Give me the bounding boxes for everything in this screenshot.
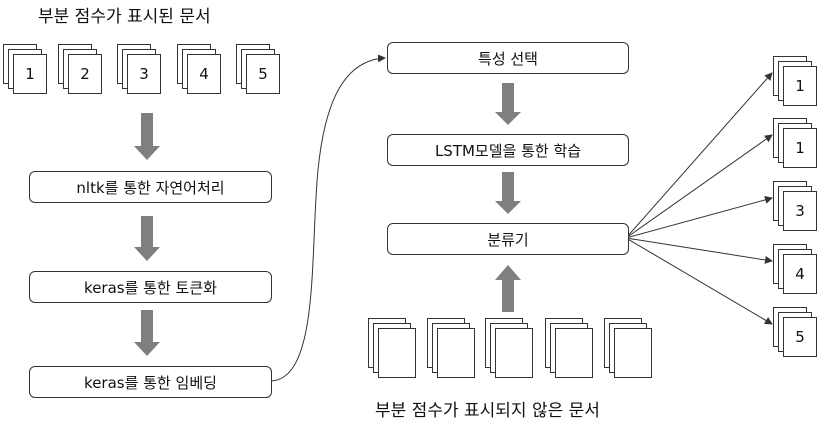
output-doc-4: 4 xyxy=(773,244,821,296)
output-doc-3: 3 xyxy=(773,181,821,233)
lstm-training-box: LSTM모델을 통한 학습 xyxy=(387,134,629,166)
nltk-processing-box: nltk를 통한 자연어처리 xyxy=(29,171,272,203)
down-arrow-feature-to-lstm xyxy=(495,83,521,125)
doc-number: 1 xyxy=(783,66,817,106)
keras-tokenize-box: keras를 통한 토큰화 xyxy=(29,271,272,303)
doc-number: 1 xyxy=(783,128,817,168)
unlabeled-doc-4 xyxy=(545,318,601,380)
down-arrow-nltk-to-tokenize xyxy=(134,216,160,261)
labeled-docs-caption: 부분 점수가 표시된 문서 xyxy=(38,7,211,27)
doc-number: 4 xyxy=(187,54,221,94)
feature-selection-box: 특성 선택 xyxy=(387,42,629,74)
unlabeled-docs-caption: 부분 점수가 표시되지 않은 문서 xyxy=(375,401,600,421)
curve-embed-to-feature xyxy=(269,54,386,382)
unlabeled-doc-1 xyxy=(368,318,424,380)
output-doc-5: 5 xyxy=(773,307,821,359)
doc-number: 5 xyxy=(783,317,817,357)
labeled-doc-4: 4 xyxy=(177,44,225,96)
classifier-box: 분류기 xyxy=(387,223,629,255)
doc-number: 3 xyxy=(783,191,817,231)
unlabeled-doc-5 xyxy=(604,318,660,380)
down-arrow-lstm-to-classifier xyxy=(495,172,521,214)
unlabeled-doc-2 xyxy=(427,318,483,380)
doc-number: 2 xyxy=(68,54,102,94)
labeled-doc-5: 5 xyxy=(236,44,284,96)
doc-number: 1 xyxy=(13,54,47,94)
labeled-doc-2: 2 xyxy=(58,44,106,96)
labeled-doc-3: 3 xyxy=(117,44,165,96)
keras-embedding-box: keras를 통한 임베딩 xyxy=(29,366,272,398)
output-doc-2: 1 xyxy=(773,118,821,170)
unlabeled-doc-3 xyxy=(485,318,541,380)
down-arrow-tokenize-to-embed xyxy=(134,310,160,356)
doc-number: 4 xyxy=(783,254,817,294)
fan-out-lines xyxy=(625,72,773,325)
output-doc-1: 1 xyxy=(773,56,821,108)
down-arrow-docs-to-nltk xyxy=(134,113,160,160)
up-arrow-unlabeled-to-classifier xyxy=(495,265,521,312)
doc-number: 3 xyxy=(127,54,161,94)
labeled-doc-1: 1 xyxy=(3,44,51,96)
doc-number: 5 xyxy=(246,54,280,94)
